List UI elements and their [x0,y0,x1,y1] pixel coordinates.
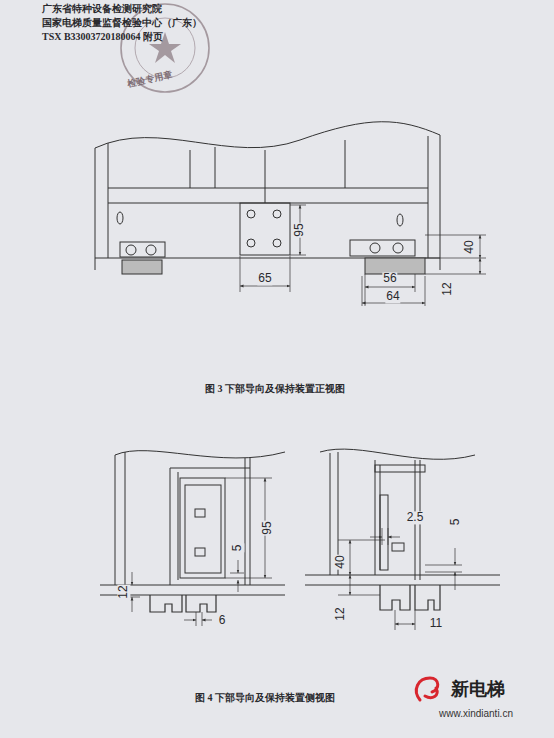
dimension: 64 [385,290,400,303]
side-view-right-part [380,495,388,570]
dimension-lines-part [370,537,382,538]
header-text: 广东省特种设备检测研究院 [42,3,162,14]
side-view-left-part [195,548,205,556]
watermark-logo-part [425,688,437,698]
dimension-lines-part [240,256,290,292]
front-view-part [95,122,440,148]
front-view-part [247,210,255,218]
dimension: 11 [429,617,443,630]
watermark-logo-part [416,678,437,700]
front-view [95,122,440,274]
dimension-lines-part [350,540,351,575]
side-view-left-part [180,478,225,578]
dimension: 5 [449,518,462,527]
front-view-part [247,239,255,247]
side-view-right-part [380,585,440,610]
dimension-lines-part [196,612,202,626]
side-view-right [305,449,500,610]
dimension-lines-part [184,620,196,621]
dimension-lines-part [230,573,244,574]
watermark-text: 新电梯 [451,680,505,700]
front-view-part [95,188,440,258]
dimension: 12 [441,281,454,296]
side-view-left-part [195,509,205,517]
dimension-lines-part [238,560,239,573]
side-view-left-part [185,485,221,573]
front-view-part [393,243,403,253]
dimension-lines-part [455,548,456,565]
front-view-part [273,210,281,218]
side-view-left-part [150,595,216,612]
dimension-lines-part [132,597,133,612]
front-view-part [350,240,415,256]
figure-caption: 图 3 下部导向及保持装置正视图 [205,383,345,394]
side-view-left [100,451,285,612]
dimension: 95 [261,520,274,535]
watermark-url: www.xindianti.cn [439,708,513,719]
dimension: 56 [382,272,397,285]
dimension-lines-part [338,595,380,596]
side-view-left-part [115,452,125,585]
dimension-lines-part [238,580,239,592]
dimension-lines-part [290,205,306,255]
dimension: 65 [257,272,272,285]
dimension-lines-part [338,540,385,541]
dimension: 12 [117,584,130,599]
dimension: 12 [334,606,347,621]
front-view-part [122,260,162,274]
dimension-lines-part [202,620,212,621]
front-view-part [146,245,156,255]
side-view-right-part [305,575,500,585]
dimension: 95 [293,222,306,237]
side-view-left-part [115,451,285,458]
front-view-part [370,243,380,253]
side-view-right-part [375,465,425,472]
front-view-part [126,245,136,255]
dimension-lines-part [350,575,351,595]
header-text: 国家电梯质量监督检验中心（广东） [42,17,202,28]
header-text: TSX B33003720180064 附页 [42,31,163,42]
front-view-part [240,203,290,255]
dimension-lines-part [388,537,400,538]
dimension: 5 [231,544,244,553]
dimension-lines-part [425,235,486,274]
side-view-right-part [320,449,475,459]
side-view-left-part [170,458,250,585]
dimension-lines-part [455,572,456,590]
dimension-lines [338,528,462,630]
dimension: 2.5 [406,511,425,524]
front-view-part [273,239,281,247]
front-view-part [120,242,165,257]
dimension: 40 [463,239,476,254]
front-view-part [95,135,440,270]
dimension-lines-part [480,235,481,258]
dimension-lines-part [395,624,415,625]
dimension: 6 [218,614,227,627]
stamp-text: 检验专用章 [127,70,173,89]
front-view-part [397,214,403,226]
dimension-lines-part [425,565,462,572]
dimension: 40 [334,554,347,569]
front-view-part [117,212,123,224]
dimension-lines [120,478,272,626]
dimension-lines-part [365,287,415,288]
dimension-lines-part [480,258,481,274]
watermark-logo [416,678,437,700]
figure-caption: 图 4 下部导向及保持装置侧视图 [195,692,335,703]
side-view-left-part [170,468,250,469]
dimension-lines-part [132,572,133,585]
front-view-part [190,140,345,203]
dimension-lines-part [240,286,290,287]
dimension-lines-part [395,610,415,630]
dimension-lines [240,205,486,306]
dimension-lines-part [382,528,388,545]
side-view-right-part [392,543,404,551]
